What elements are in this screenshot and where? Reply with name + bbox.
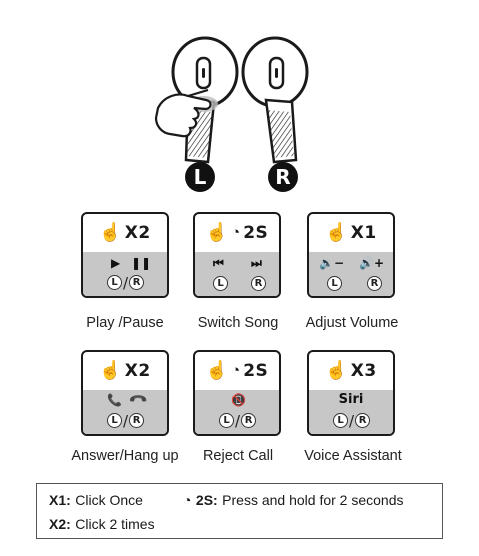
gesture-card-switch-song: ☝ ◔ 2S ⏮ ⏭ L R (193, 212, 281, 298)
legend-2s-value: Press and hold for 2 seconds (222, 492, 404, 508)
finger-tap-icon: ☝ (99, 222, 122, 243)
volume-down-icon: 🔉− (319, 255, 344, 270)
right-mini-badge: R (355, 413, 371, 429)
caption-answer-hangup: Answer/Hang up (71, 448, 179, 464)
timer-icon: ◔ (231, 224, 241, 242)
legend-2s-key: 2S: (195, 492, 218, 508)
right-mini-badge: R (241, 413, 257, 429)
caption-voice-assistant: Voice Assistant (304, 448, 402, 464)
gesture-label: X3 (350, 360, 377, 381)
siri-label: Siri (338, 391, 364, 407)
legend-x1-key: X1: (49, 492, 71, 508)
left-mini-badge: L (213, 275, 228, 291)
left-mini-badge: L (327, 275, 342, 291)
legend-2s: ◔ 2S: Press and hold for 2 seconds (183, 492, 404, 510)
slash: / (349, 411, 355, 430)
pause-icon: ❚❚ (131, 255, 152, 270)
right-mini-badge: R (251, 275, 266, 291)
timer-icon: ◔ (183, 492, 192, 508)
finger-tap-icon: ☝ (325, 360, 348, 381)
slash: / (235, 411, 241, 430)
gesture-card-voice-assistant: ☝ X3 Siri L/R (307, 350, 395, 436)
right-mini-badge: R (367, 275, 382, 291)
left-mini-badge: L (107, 413, 122, 429)
gesture-label: X2 (124, 222, 151, 243)
next-track-icon: ⏭ (251, 255, 262, 270)
caption-reject-call: Reject Call (202, 448, 274, 464)
gesture-label: 2S (243, 222, 269, 243)
legend-box: X1: Click Once X2: Click 2 times ◔ 2S: P… (36, 483, 443, 539)
play-icon: ▶ (111, 255, 121, 270)
right-earbud (241, 36, 309, 164)
gesture-card-reject-call: ☝ ◔ 2S 📵 L/R (193, 350, 281, 436)
legend-x2-value: Click 2 times (75, 516, 155, 532)
left-right-badges: L/R (219, 411, 257, 430)
left-side-badge: L (185, 162, 215, 192)
left-mini-badge: L (333, 413, 348, 429)
left-right-badges: L/R (333, 411, 371, 430)
caption-play-pause: Play /Pause (86, 315, 164, 331)
finger-tap-icon: ☝ (205, 222, 229, 243)
left-right-badges: L/R (107, 411, 145, 430)
gesture-label: X2 (124, 360, 151, 381)
tapping-hand-icon (154, 88, 212, 138)
earbuds-illustration (154, 36, 309, 164)
hang-up-icon: 📞 (128, 389, 149, 410)
previous-track-icon: ⏮ (213, 255, 224, 270)
right-mini-badge: R (129, 413, 145, 429)
caption-switch-song: Switch Song (197, 315, 279, 331)
finger-tap-icon: ☝ (325, 222, 348, 243)
finger-tap-icon: ☝ (205, 360, 229, 381)
reject-call-icon: 📵 (231, 392, 246, 407)
gesture-label: X1 (350, 222, 377, 243)
answer-phone-icon: 📞 (107, 392, 122, 407)
left-mini-badge: L (107, 275, 122, 291)
slash: / (123, 273, 129, 292)
gesture-label: 2S (243, 360, 269, 381)
left-right-badges: L/R (107, 273, 145, 292)
legend-x1-value: Click Once (75, 492, 143, 508)
timer-icon: ◔ (231, 362, 241, 380)
volume-up-icon: 🔊+ (359, 255, 384, 270)
left-mini-badge: L (219, 413, 234, 429)
legend-x1: X1: Click Once (49, 492, 143, 510)
finger-tap-icon: ☝ (99, 360, 122, 381)
gesture-card-adjust-volume: ☝ X1 🔉− 🔊+ L R (307, 212, 395, 298)
caption-adjust-volume: Adjust Volume (305, 315, 399, 331)
legend-x2-key: X2: (49, 516, 71, 532)
right-mini-badge: R (129, 275, 145, 291)
right-side-badge: R (268, 162, 298, 192)
slash: / (123, 411, 129, 430)
legend-x2: X2: Click 2 times (49, 516, 155, 534)
gesture-card-play-pause: ☝ X2 ▶ ❚❚ L/R (81, 212, 169, 298)
gesture-card-answer-hangup: ☝ X2 📞 📞 L/R (81, 350, 169, 436)
